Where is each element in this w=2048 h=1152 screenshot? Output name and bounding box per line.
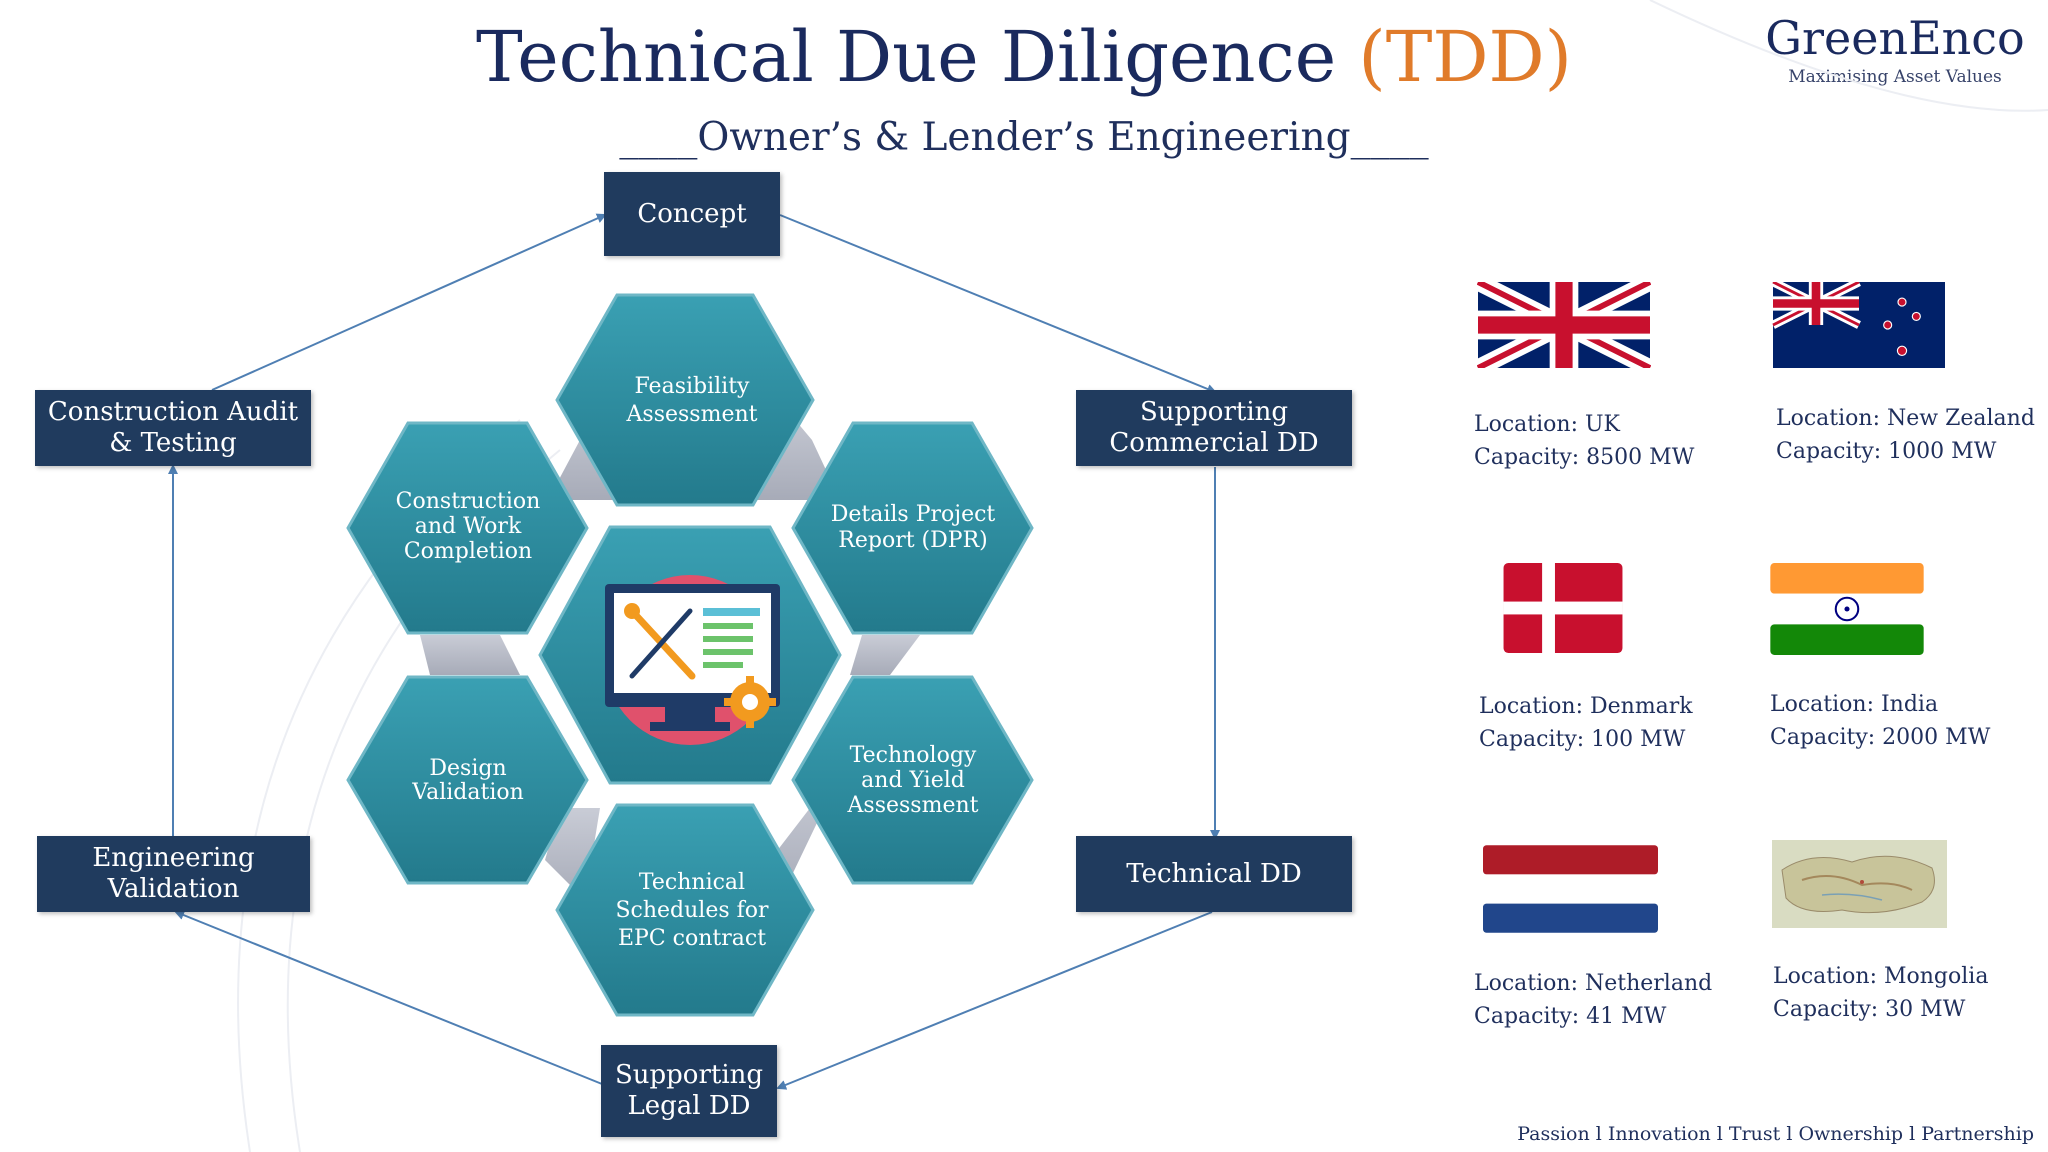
company-logo: GreenEnco Maximising Asset Values [1750,10,2040,88]
hex-schedules-line-2: Schedules for [615,898,769,923]
denmark-flag-icon [1475,563,1651,653]
hex-construction-line-2: and Work [415,514,522,539]
netherlands-flag-icon [1483,845,1658,933]
location-denmark: Location: Denmark Capacity: 100 MW [1479,690,1693,756]
location-nz-capacity: Capacity: 1000 MW [1776,439,1997,464]
hex-technology-line-2: and Yield [861,768,965,793]
box-concept-label: Concept [637,198,747,229]
box-engineering-validation: Engineering Validation [37,836,310,912]
mongolia-map-icon [1772,840,1947,928]
box-supporting-legal-dd: Supporting Legal DD [601,1045,777,1137]
hex-dpr-line-2: Report (DPR) [838,528,987,553]
location-netherland: Location: Netherland Capacity: 41 MW [1474,967,1712,1033]
box-audit-line-2: & Testing [109,428,237,458]
india-flag-icon [1767,563,1927,655]
footer-values: Passion l Innovation l Trust l Ownership… [1517,1123,2034,1145]
logo-tagline: Maximising Asset Values [1788,67,2002,87]
page-subtitle: ____Owner’s & Lender’s Engineering____ [619,115,1429,160]
box-legal-line-2: Legal DD [627,1091,751,1121]
computer-tools-gear-icon [605,575,780,745]
arrow-technical-to-legal [776,911,1213,1090]
box-technical-dd-label: Technical DD [1126,858,1302,889]
hex-feasibility-line-2: Assessment [626,402,758,427]
uk-flag-icon [1477,282,1651,368]
hex-feasibility-line-1: Feasibility [635,374,751,399]
box-engineering-line-2: Validation [107,874,240,904]
hex-technology-line-3: Assessment [847,793,979,818]
box-legal-line-1: Supporting [614,1060,764,1090]
new-zealand-flag-icon [1771,282,1947,368]
box-supporting-commercial-dd: Supporting Commercial DD [1076,390,1352,466]
hex-schedules-line-3: EPC contract [618,926,766,951]
arrow-audit-to-concept [211,213,607,391]
hex-design-line-2: Validation [411,780,524,805]
location-denmark-name: Location: Denmark [1479,694,1693,719]
hex-construction-line-3: Completion [404,539,532,564]
location-mongolia: Location: Mongolia Capacity: 30 MW [1773,960,1988,1026]
hex-center [538,525,842,785]
box-technical-dd: Technical DD [1076,836,1352,912]
hex-schedules-line-1: Technical [639,870,745,895]
location-uk-capacity: Capacity: 8500 MW [1474,445,1695,470]
box-construction-audit: Construction Audit & Testing [35,390,311,466]
hex-design-line-1: Design [429,756,506,781]
location-india-capacity: Capacity: 2000 MW [1770,725,1991,750]
hex-construction-line-1: Construction [396,489,541,514]
location-mongolia-capacity: Capacity: 30 MW [1773,997,1966,1022]
location-india: Location: India Capacity: 2000 MW [1770,688,1990,754]
arrow-legal-to-engineering [174,910,603,1085]
box-commercial-line-2: Commercial DD [1109,428,1319,458]
location-india-name: Location: India [1770,692,1939,717]
hex-dpr-line-1: Details Project [831,502,996,527]
box-engineering-line-1: Engineering [92,843,255,873]
location-denmark-capacity: Capacity: 100 MW [1479,727,1686,752]
location-uk: Location: UK Capacity: 8500 MW [1474,408,1694,474]
box-concept: Concept [604,172,780,256]
hex-technology-line-1: Technology [850,743,977,768]
title-main: Technical Due Diligence [476,16,1337,98]
location-netherland-capacity: Capacity: 41 MW [1474,1004,1667,1029]
box-commercial-line-1: Supporting [1139,397,1289,427]
location-nz-name: Location: New Zealand [1776,406,2035,431]
page-title: Technical Due Diligence (TDD) [0,12,2048,102]
cycle-arrows [168,213,1220,1090]
logo-name: GreenEnco [1765,11,2025,65]
arrow-concept-to-commercial [779,214,1217,394]
location-netherland-name: Location: Netherland [1474,971,1713,996]
location-mongolia-name: Location: Mongolia [1773,964,1989,989]
title-accent: (TDD) [1358,16,1572,98]
location-new-zealand: Location: New Zealand Capacity: 1000 MW [1776,402,2035,468]
location-uk-name: Location: UK [1474,412,1620,437]
box-audit-line-1: Construction Audit [47,397,299,427]
